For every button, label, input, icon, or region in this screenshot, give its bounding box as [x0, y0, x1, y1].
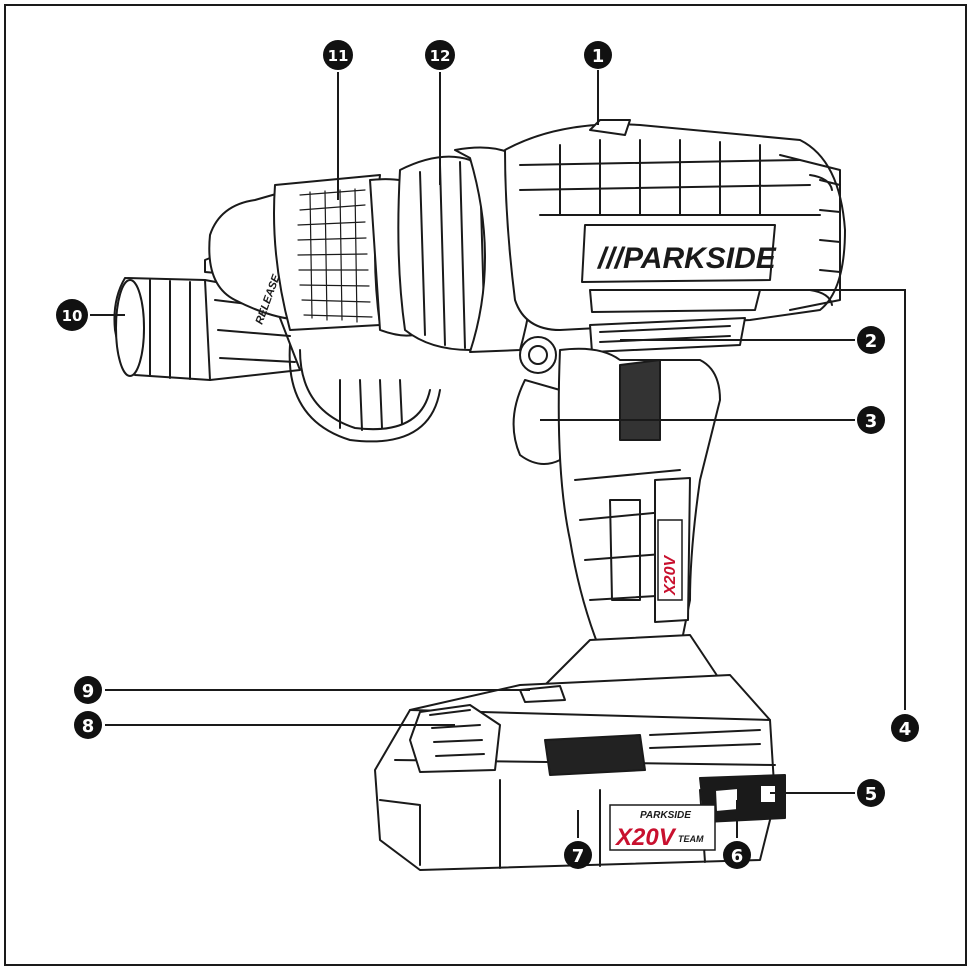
handle-strap [288, 344, 441, 443]
side-handle [113, 277, 301, 381]
callout-11-label: 11 [328, 47, 349, 65]
battery-pack [374, 674, 786, 871]
leader-lines [90, 70, 906, 838]
handle-x20v-badge: X20V [657, 519, 683, 601]
brand-logo: ///PARKSIDE [596, 242, 777, 275]
callout-10-label: 10 [62, 307, 83, 325]
callout-1-label: 1 [592, 46, 605, 67]
callout-1: 1 [584, 41, 612, 69]
callout-6: 6 [723, 841, 751, 869]
callout-3-label: 3 [865, 411, 878, 432]
handle-badge-text: X20V [662, 555, 679, 596]
callout-8: 8 [74, 711, 102, 739]
callout-9: 9 [74, 676, 102, 704]
callout-6-label: 6 [731, 846, 744, 867]
callout-2-label: 2 [865, 331, 878, 352]
callout-2: 2 [857, 326, 885, 354]
callout-11: 11 [323, 40, 353, 70]
callout-12: 12 [425, 40, 455, 70]
motor-housing [504, 119, 846, 331]
callout-8-label: 8 [82, 716, 95, 737]
callout-7: 7 [564, 841, 592, 869]
battery-x20v-badge: PARKSIDE X20V TEAM [609, 804, 716, 851]
callout-7-label: 7 [572, 846, 585, 867]
callout-5: 5 [857, 779, 885, 807]
battery-brand-text: PARKSIDE [640, 810, 691, 821]
callout-4-label: 4 [899, 719, 912, 740]
callout-12-label: 12 [430, 47, 451, 65]
callout-3: 3 [857, 406, 885, 434]
battery-badge-text: X20V [614, 824, 677, 851]
callout-5-label: 5 [865, 784, 878, 805]
callout-10: 10 [56, 299, 88, 331]
leader-4 [715, 289, 906, 710]
callout-4: 4 [891, 714, 919, 742]
battery-team-text: TEAM [678, 834, 704, 844]
callout-9-label: 9 [82, 681, 95, 702]
